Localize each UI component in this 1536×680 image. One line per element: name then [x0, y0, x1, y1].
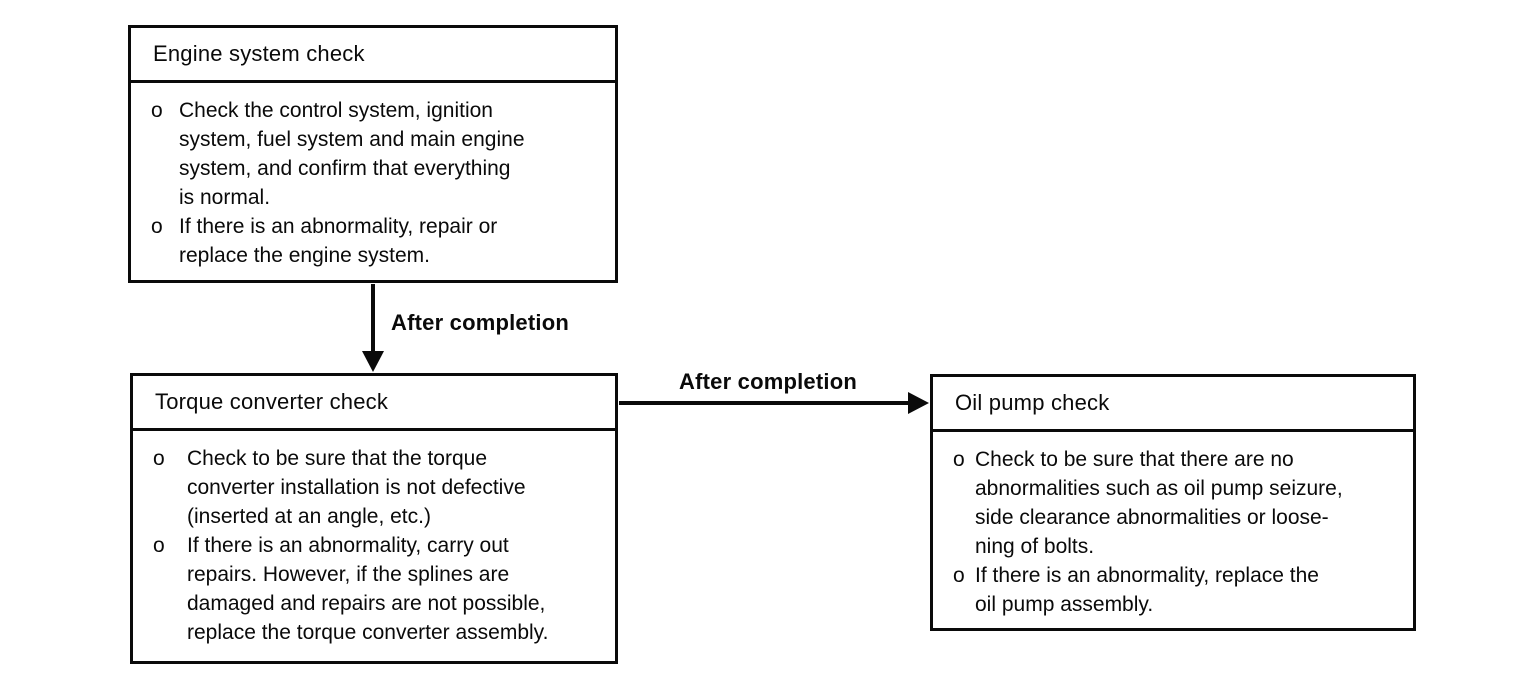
checklist-item-text: Check to be sure that the torque convert…	[187, 447, 526, 528]
checklist-item-text: If there is an abnormality, repair or re…	[179, 215, 498, 267]
checklist-item: o Check to be sure that the torque conve…	[153, 444, 605, 531]
node-title: Engine system check	[131, 28, 615, 83]
edge-label-after-completion-vertical: After completion	[391, 310, 569, 335]
bullet-marker: o	[953, 564, 965, 587]
bullet-marker: o	[153, 534, 165, 557]
checklist-item: o If there is an abnormality, carry out …	[153, 531, 605, 647]
bullet-marker: o	[153, 447, 165, 470]
node-torque-converter-check: Torque converter check o Check to be sur…	[130, 373, 618, 664]
checklist-item: o Check to be sure that there are no abn…	[953, 445, 1403, 561]
node-title: Torque converter check	[133, 376, 615, 431]
node-title: Oil pump check	[933, 377, 1413, 432]
bullet-marker: o	[953, 448, 965, 471]
checklist-item-text: If there is an abnormality, carry out re…	[187, 534, 549, 644]
node-oil-pump-check: Oil pump check o Check to be sure that t…	[930, 374, 1416, 631]
bullet-marker: o	[151, 99, 163, 122]
checklist-item: o Check the control system, ignition sys…	[151, 96, 605, 212]
arrow-torque-to-oil-icon	[619, 392, 929, 414]
node-body: o Check to be sure that there are no abn…	[933, 432, 1413, 629]
node-engine-system-check: Engine system check o Check the control …	[128, 25, 618, 283]
checklist-item-text: Check to be sure that there are no abnor…	[975, 448, 1343, 558]
checklist-item-text: Check the control system, ignition syste…	[179, 99, 525, 209]
checklist-item-text: If there is an abnormality, replace the …	[975, 564, 1319, 616]
edge-label-after-completion-horizontal: After completion	[679, 369, 857, 394]
bullet-marker: o	[151, 215, 163, 238]
node-body: o Check the control system, ignition sys…	[131, 83, 615, 280]
checklist-item: o If there is an abnormality, replace th…	[953, 561, 1403, 619]
checklist-item: o If there is an abnormality, repair or …	[151, 212, 605, 270]
arrow-engine-to-torque-icon	[362, 284, 384, 372]
node-body: o Check to be sure that the torque conve…	[133, 431, 615, 657]
